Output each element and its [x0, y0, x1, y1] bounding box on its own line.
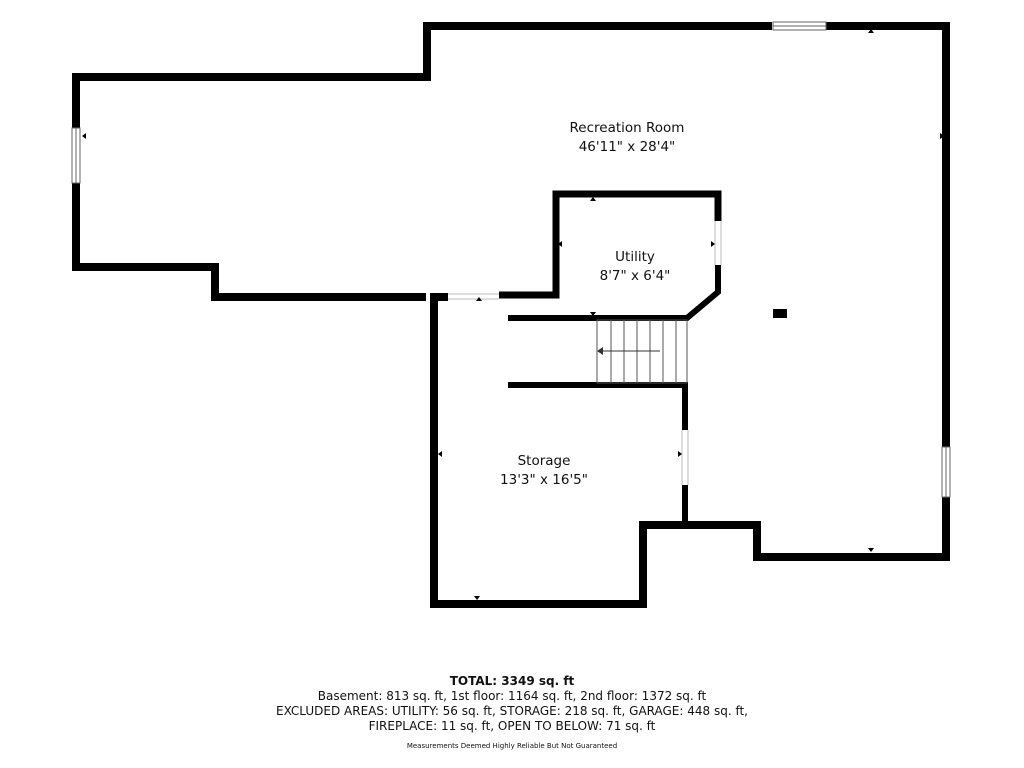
room-name: Utility — [615, 249, 655, 265]
room-name: Recreation Room — [569, 120, 685, 136]
room-dimensions: 8'7" x 6'4" — [599, 268, 671, 284]
room-label-recreation: Recreation Room 46'11" x 28'4" — [527, 119, 727, 157]
total-area: TOTAL: 3349 sq. ft — [449, 674, 575, 688]
excluded-areas-line: EXCLUDED AREAS: UTILITY: 56 sq. ft, STOR… — [276, 704, 748, 718]
fireplace-marker — [773, 309, 787, 318]
excluded-areas-line-2: FIREPLACE: 11 sq. ft, OPEN TO BELOW: 71 … — [368, 719, 656, 733]
outer-wall-west — [499, 190, 722, 299]
windows — [71, 21, 951, 498]
storage-wall — [508, 382, 688, 430]
tick-markers — [82, 29, 944, 600]
room-dimensions: 13'3" x 16'5" — [500, 472, 588, 488]
utility-wall — [508, 265, 721, 321]
disclaimer: Measurements Deemed Highly Reliable But … — [406, 742, 618, 750]
floor-areas-line: Basement: 813 sq. ft, 1st floor: 1164 sq… — [317, 689, 707, 703]
openings — [448, 221, 722, 485]
room-dimensions: 46'11" x 28'4" — [578, 139, 676, 155]
room-label-storage: Storage 13'3" x 16'5" — [474, 452, 614, 490]
outer-wall — [430, 22, 950, 608]
stairs — [596, 319, 688, 384]
room-name: Storage — [517, 453, 571, 469]
room-label-utility: Utility 8'7" x 6'4" — [575, 248, 695, 286]
